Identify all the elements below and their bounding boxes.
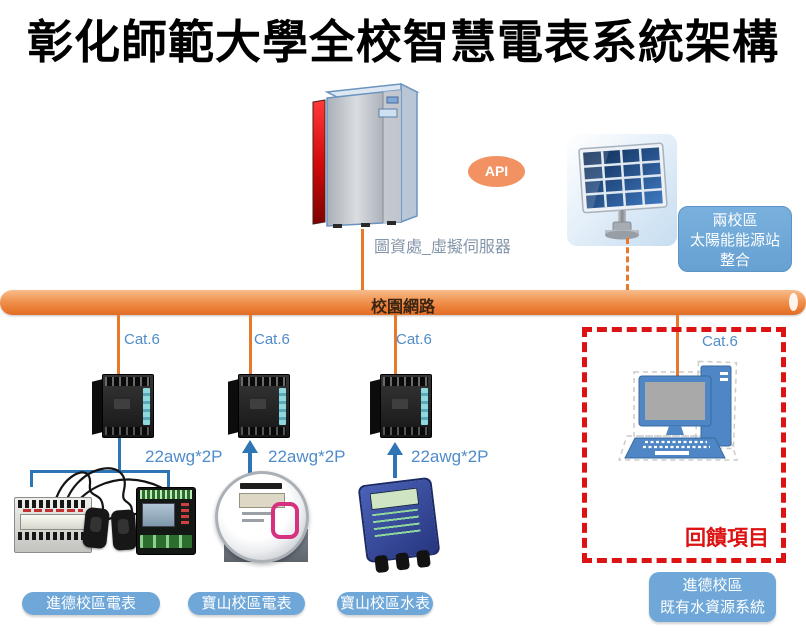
gateway-icon-3	[370, 374, 432, 438]
solar-info-box: 兩校區 太陽能能源站 整合	[678, 206, 792, 272]
bracket-bar	[30, 470, 170, 473]
arrow-up-icon-2	[242, 440, 258, 453]
bracket-stem	[118, 438, 121, 473]
meter-lcd	[369, 487, 420, 511]
bracket-leg-right	[167, 470, 170, 487]
api-badge: API	[468, 156, 525, 187]
gateway-icon-2	[228, 374, 290, 438]
gateway-terminals-top	[241, 377, 286, 386]
feedback-dashed-box: 回饋項目	[582, 327, 786, 563]
water-system-line1: 進德校區	[682, 577, 743, 594]
arrow-line-2	[248, 451, 252, 478]
drop-line-1	[117, 315, 120, 374]
gateway-teal-strip	[421, 388, 428, 425]
cat6-label-1: Cat.6	[124, 331, 160, 348]
water-meter-icon	[357, 476, 441, 574]
campus-network-label: 校園網路	[370, 299, 435, 316]
solar-info-line1: 兩校區	[712, 212, 758, 229]
round-electric-meter-icon	[215, 471, 309, 563]
gateway-label-plate	[250, 399, 266, 409]
cat6-label-3: Cat.6	[396, 331, 432, 348]
meter-led-column	[181, 503, 189, 525]
meter-pill-baoshan-electric: 寶山校區電表	[188, 592, 305, 615]
gateway-terminals-bottom	[105, 427, 150, 435]
server-network-line	[361, 229, 364, 290]
solar-info-line3: 整合	[719, 252, 750, 269]
highlight-ring-icon	[271, 502, 299, 539]
bracket-leg-left	[30, 470, 33, 487]
meter-lcd	[20, 514, 86, 530]
meter-text-rows	[372, 508, 421, 540]
server-caption: 圖資處_虛擬伺服器	[374, 239, 511, 256]
solar-network-dashed-line	[626, 238, 629, 290]
drop-line-3	[394, 315, 397, 374]
network-bar-endcap	[789, 293, 798, 311]
cable-gland-2	[395, 552, 411, 571]
solar-panel-icon	[567, 134, 677, 246]
water-system-pill: 進德校區 既有水資源系統	[649, 572, 776, 622]
gateway-label-plate	[114, 399, 130, 409]
gateway-teal-strip	[279, 388, 286, 425]
desktop-computer-icon	[617, 360, 739, 461]
gateway-teal-strip	[143, 388, 150, 425]
campus-network-bar	[0, 290, 806, 315]
page-title: 彰化師範大學全校智慧電表系統架構	[27, 16, 779, 68]
gateway-icon-1	[92, 374, 154, 438]
meter-text-row	[242, 512, 272, 515]
gateway-terminals-top	[105, 377, 150, 386]
gateway-label-plate	[392, 399, 408, 409]
meter-text-row	[242, 519, 264, 522]
meter-header-bar	[240, 483, 282, 489]
meter-pill-baoshan-water: 寶山校區水表	[337, 592, 433, 615]
water-system-line2: 既有水資源系統	[659, 599, 765, 616]
drop-line-4	[676, 315, 679, 379]
meter-button-row	[140, 535, 192, 548]
din-multifunction-meter-icon	[136, 487, 196, 555]
solar-info-line2: 太陽能能源站	[689, 232, 780, 249]
cable-gland-1	[374, 554, 390, 574]
drop-line-2	[249, 315, 252, 374]
server-icon	[312, 82, 420, 228]
arrow-line-3	[393, 453, 397, 478]
feedback-box-label: 回饋項目	[685, 527, 769, 550]
gateway-terminals-bottom	[241, 427, 286, 435]
arrow-up-icon-3	[387, 442, 403, 455]
ct-clamp-icon-1	[81, 506, 111, 550]
wire-label-1: 22awg*2P	[145, 447, 223, 466]
meter-terminals-top	[18, 500, 88, 508]
cable-gland-3	[415, 549, 431, 569]
meter-pill-jinde-electric: 進德校區電表	[22, 592, 160, 615]
meter-lcd	[142, 503, 175, 527]
ct-clamp-icon-2	[110, 509, 138, 551]
cat6-label-2: Cat.6	[254, 331, 290, 348]
din-power-meter-icon	[14, 497, 92, 553]
cat6-label-4: Cat.6	[702, 333, 738, 350]
wire-label-2: 22awg*2P	[268, 447, 346, 466]
gateway-terminals-top	[383, 377, 428, 386]
gateway-terminals-bottom	[383, 427, 428, 435]
meter-red-label	[23, 509, 83, 512]
meter-green-terminals	[140, 490, 192, 499]
meter-terminals-bottom	[18, 532, 88, 540]
wire-label-3: 22awg*2P	[411, 447, 489, 466]
